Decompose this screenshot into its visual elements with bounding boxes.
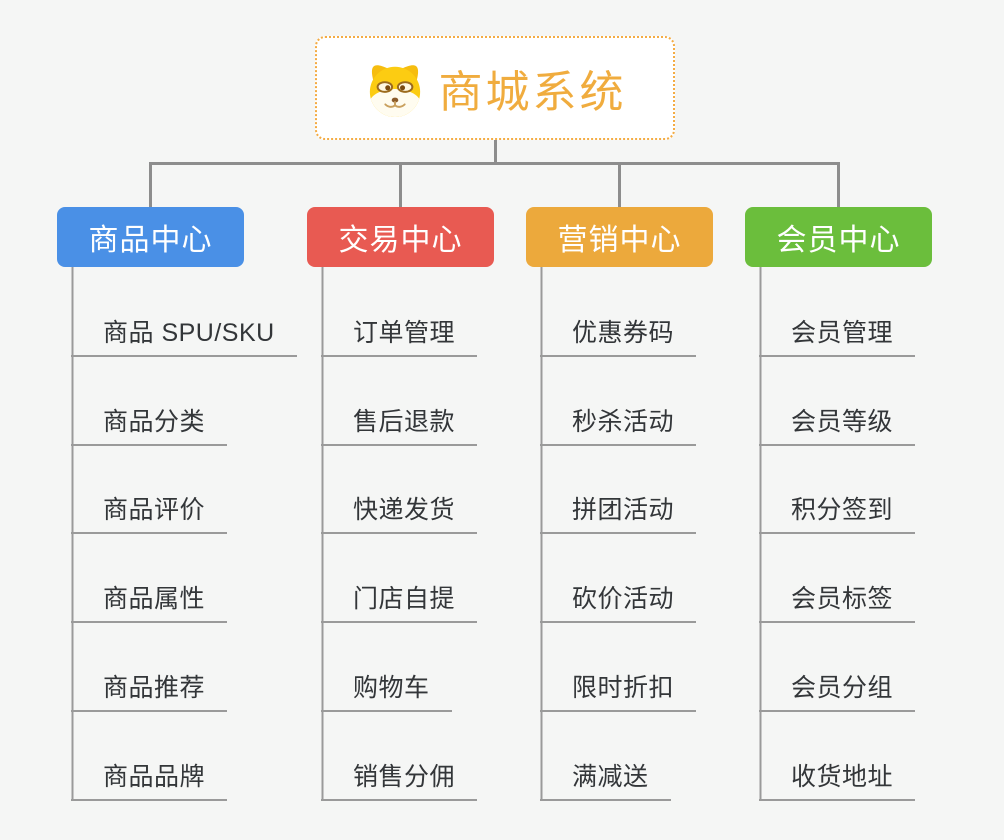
branch-product-center[interactable]: 商品中心 <box>57 207 244 267</box>
doge-icon <box>369 65 420 117</box>
node-product-recommend[interactable]: 商品推荐 <box>71 671 228 712</box>
node-shipping-address[interactable]: 收货地址 <box>759 760 916 801</box>
node-flash-sale[interactable]: 秒杀活动 <box>540 405 697 446</box>
node-product-attribute[interactable]: 商品属性 <box>71 582 228 623</box>
node-points-checkin[interactable]: 积分签到 <box>759 493 916 534</box>
node-order-management[interactable]: 订单管理 <box>321 316 478 357</box>
branch-member-center[interactable]: 会员中心 <box>745 207 932 267</box>
node-product-spu-sku[interactable]: 商品 SPU/SKU <box>71 316 297 357</box>
root-title: 商城系统 <box>438 68 627 117</box>
node-shopping-cart[interactable]: 购物车 <box>321 671 452 712</box>
node-product-category[interactable]: 商品分类 <box>71 405 228 446</box>
node-coupon-code[interactable]: 优惠券码 <box>540 316 697 357</box>
node-member-tag[interactable]: 会员标签 <box>759 582 916 623</box>
node-limited-time-discount[interactable]: 限时折扣 <box>540 671 697 712</box>
node-member-level[interactable]: 会员等级 <box>759 405 916 446</box>
node-group-buy[interactable]: 拼团活动 <box>540 493 697 534</box>
node-store-pickup[interactable]: 门店自提 <box>321 582 478 623</box>
node-product-review[interactable]: 商品评价 <box>71 493 228 534</box>
node-member-management[interactable]: 会员管理 <box>759 316 916 357</box>
node-bargain-activity[interactable]: 砍价活动 <box>540 582 697 623</box>
branch-trade-center[interactable]: 交易中心 <box>307 207 494 267</box>
root-node[interactable]: 商城系统 <box>315 36 675 140</box>
node-full-reduction[interactable]: 满减送 <box>540 760 671 801</box>
node-aftersale-refund[interactable]: 售后退款 <box>321 405 478 446</box>
node-member-group[interactable]: 会员分组 <box>759 671 916 712</box>
branch-marketing-center[interactable]: 营销中心 <box>526 207 713 267</box>
node-product-brand[interactable]: 商品品牌 <box>71 760 228 801</box>
node-sales-commission[interactable]: 销售分佣 <box>321 760 478 801</box>
node-express-shipping[interactable]: 快递发货 <box>321 493 478 534</box>
